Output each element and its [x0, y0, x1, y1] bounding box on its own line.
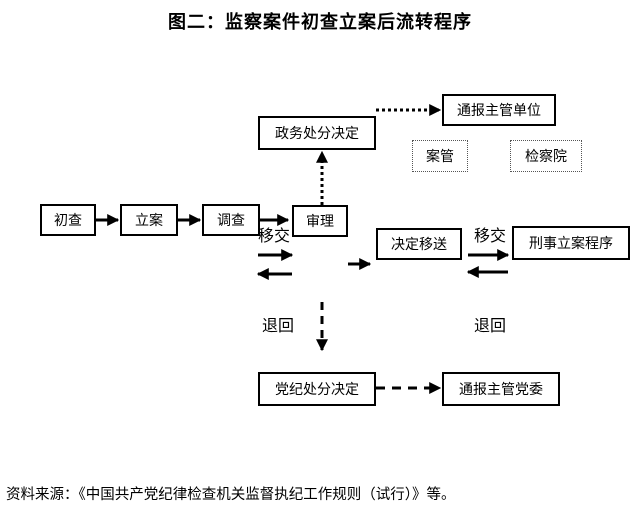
node-lian: 立案	[120, 204, 178, 236]
node-shenli: 审理	[292, 205, 348, 237]
label-tuihui-right: 退回	[474, 316, 507, 335]
node-chucha: 初查	[40, 204, 96, 236]
label-yijiao-right: 移交	[474, 226, 507, 245]
node-diaocha: 调查	[202, 204, 260, 236]
node-jueding-yisong: 决定移送	[376, 228, 462, 260]
node-tongbao-unit: 通报主管单位	[442, 94, 556, 126]
diagram-title: 图二：监察案件初查立案后流转程序	[168, 12, 472, 33]
node-anguan: 案管	[412, 140, 468, 172]
source-note: 资料来源：《中国共产党纪律检查机关监督执纪工作规则（试行）》等。	[6, 487, 456, 503]
label-yijiao-left: 移交	[258, 226, 291, 245]
node-jianchayuan: 检察院	[510, 140, 582, 172]
label-tuihui-left: 退回	[262, 316, 295, 335]
node-tongbao-party: 通报主管党委	[442, 372, 560, 406]
node-dangji: 党纪处分决定	[258, 372, 376, 406]
node-xingshi: 刑事立案程序	[512, 226, 630, 260]
node-zhengwu: 政务处分决定	[258, 116, 376, 150]
